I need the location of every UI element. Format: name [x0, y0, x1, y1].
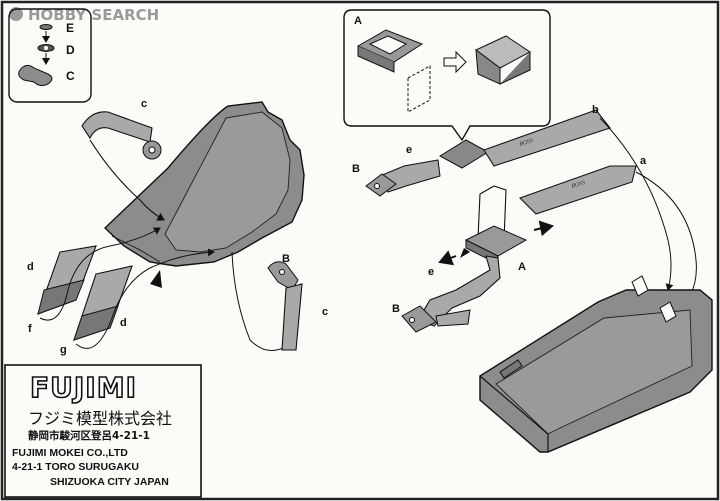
route-g — [75, 248, 215, 349]
brand-address-en: 4-21-1 TORO SURUGAKU — [12, 461, 139, 473]
label-a-buckle: A — [518, 261, 526, 273]
brand-logo: FUJIMI — [30, 371, 137, 404]
seat-right — [479, 275, 713, 453]
label-e-bottom: e — [428, 266, 434, 278]
label-f: f — [28, 323, 32, 335]
strap-d-lower — [73, 265, 133, 341]
strap-b: BOSS — [365, 109, 674, 291]
brand-box: FUJIMI フジミ模型株式会社 静岡市駿河区登呂4-21-1 FUJIMI M… — [4, 364, 202, 498]
strap-c-right — [267, 261, 303, 351]
brand-company-en: FUJIMI MOKEI CO.,LTD — [12, 447, 128, 459]
label-a-strap: a — [640, 155, 647, 167]
hardware-legend: E D C — [8, 8, 92, 103]
label-c-right: c — [322, 306, 328, 318]
label-b-buckle-bottom: B — [392, 303, 400, 315]
label-c-top: c — [141, 98, 147, 110]
strap-a: BOSS — [518, 165, 697, 297]
buckle-a-assembly — [401, 185, 528, 333]
strap-b-print: BOSS — [519, 138, 534, 148]
legend-label-e: E — [66, 21, 74, 35]
brand-city-en: SHIZUOKA CITY JAPAN — [50, 476, 169, 488]
legend-label-c: C — [66, 69, 75, 83]
label-g: g — [60, 344, 67, 356]
label-b-left: B — [282, 253, 290, 265]
label-b-buckle-top: B — [352, 163, 360, 175]
watermark-text: HOBBY SEARCH — [28, 6, 159, 24]
part-e-shape — [39, 24, 53, 30]
route-f — [39, 227, 161, 321]
detail-label-a: A — [354, 15, 362, 27]
route-c-right — [231, 251, 293, 351]
strap-a-print: BOSS — [571, 180, 586, 190]
label-e-top: e — [406, 144, 412, 156]
label-b-strap: b — [592, 104, 599, 116]
brand-name-jp: フジミ模型株式会社 — [28, 409, 172, 428]
brand-address-jp: 静岡市駿河区登呂4-21-1 — [28, 429, 150, 442]
detail-callout-a — [343, 9, 551, 142]
legend-label-d: D — [66, 43, 75, 57]
part-c-shape — [18, 64, 53, 87]
label-d-upper: d — [27, 261, 34, 273]
label-d-lower: d — [120, 317, 127, 329]
strap-c-top — [81, 111, 165, 221]
arrow-head-lower — [150, 270, 162, 288]
seat-left — [103, 101, 305, 267]
